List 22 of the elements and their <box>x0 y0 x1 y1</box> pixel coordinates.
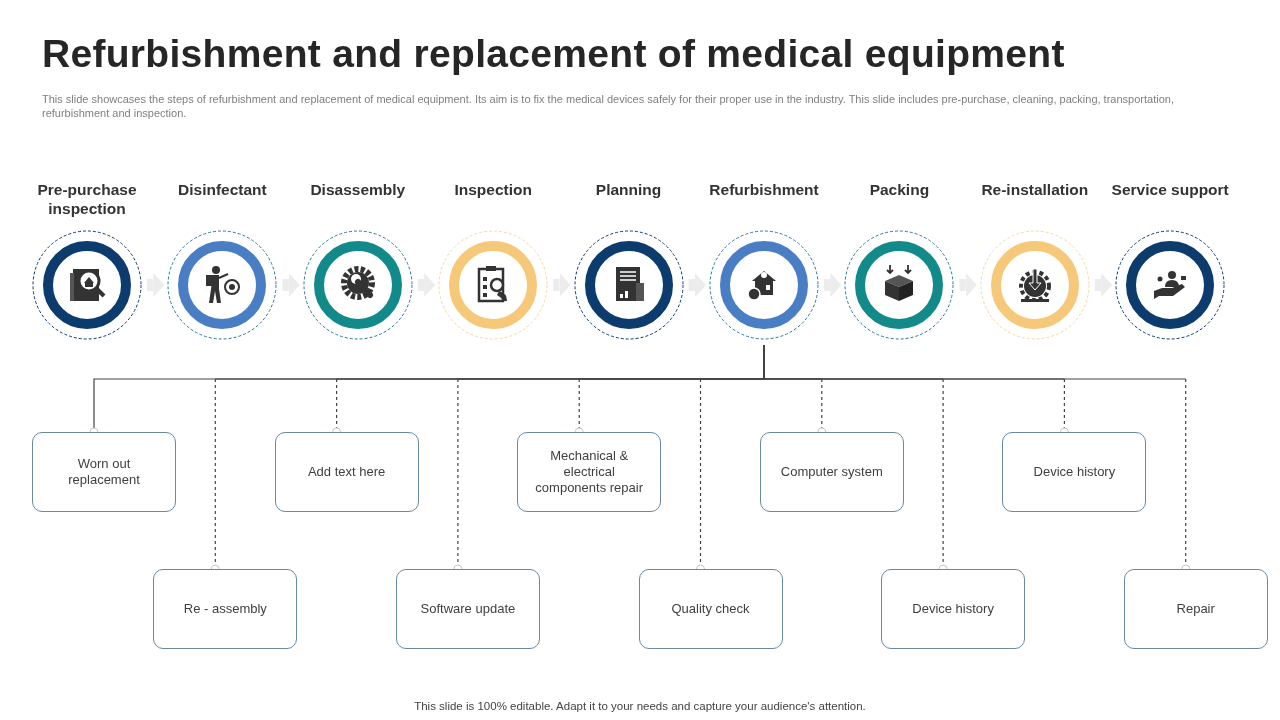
footer-note: This slide is 100% editable. Adapt it to your needs and capture your audience's attention. <box>413 700 867 712</box>
text-box: Device history <box>1002 432 1147 512</box>
text-box: Repair <box>1123 569 1268 649</box>
text-box: Quality check <box>638 569 783 649</box>
step-heading: Planning <box>594 180 663 199</box>
text-box: Device history <box>881 569 1026 649</box>
step-heading: Re-installation <box>980 180 1090 199</box>
step-heading: Disassembly <box>309 180 407 199</box>
step-heading: Inspection <box>453 180 533 199</box>
step-heading: Refurbishment <box>708 180 820 199</box>
description-text: This slide showcases the steps of refurbishment and replacement of medical equipment. Its aim is to fix the medical devices safely for their proper use in the industry. This slide includes pre-purchase, cleaning, packing, transportation, refurbishment and inspection. <box>42 92 1175 120</box>
text-box: Computer system <box>759 432 904 512</box>
step-heading: Disinfectant <box>177 180 268 199</box>
text-box: Mechanical & electrical components repair <box>517 432 662 512</box>
text-box: Re - assembly <box>153 569 298 649</box>
slide-title: Refurbishment and replacement of medical equipment <box>42 32 1065 76</box>
step-heading: Packing <box>868 180 931 199</box>
step-heading: Pre-purchase inspection <box>36 180 138 218</box>
text-box: Worn out replacement <box>32 432 176 512</box>
text-box: Software update <box>395 569 540 649</box>
text-box: Add text here <box>274 432 419 512</box>
step-heading: Service support <box>1110 180 1230 199</box>
